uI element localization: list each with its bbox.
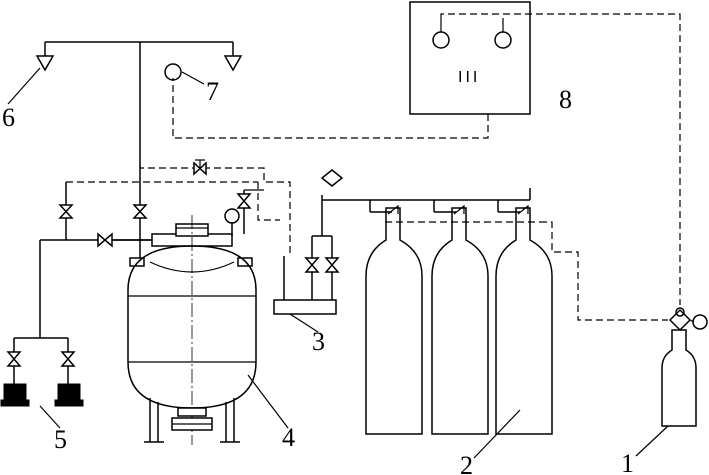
small-cylinder [635, 307, 708, 457]
panel-indicator-text: III [458, 69, 480, 86]
valve-icon [97, 232, 113, 248]
gas-cylinders [365, 188, 553, 459]
check-valve-icon [320, 169, 344, 187]
valve-icon [193, 161, 207, 176]
valve-icon [236, 193, 252, 209]
valve-icon [58, 204, 74, 219]
valve-icon [60, 351, 76, 367]
nozzle-icon [223, 55, 243, 72]
label-storage-tank: 4 [282, 423, 295, 452]
left-piping [6, 159, 207, 384]
detector [164, 63, 205, 85]
valve-icon [132, 204, 148, 219]
valve-icon [324, 257, 340, 273]
storage-tank [127, 189, 289, 445]
label-collector: 3 [312, 327, 325, 356]
nozzle-piping [7, 41, 243, 258]
collector [273, 169, 530, 333]
label-nozzle: 6 [2, 103, 15, 132]
weights [0, 383, 84, 429]
label-cylinder-small: 1 [621, 449, 634, 475]
label-detector: 7 [206, 77, 219, 106]
control-panel: III [409, 1, 531, 115]
label-weights: 5 [54, 425, 67, 454]
check-valve-icon [668, 308, 692, 332]
valve-icon [304, 257, 320, 273]
label-control-panel: 8 [559, 85, 572, 114]
signal-lines [66, 13, 681, 321]
nozzle-icon [35, 55, 55, 72]
label-gas-cylinders: 2 [460, 451, 473, 475]
valve-icon [6, 351, 22, 367]
